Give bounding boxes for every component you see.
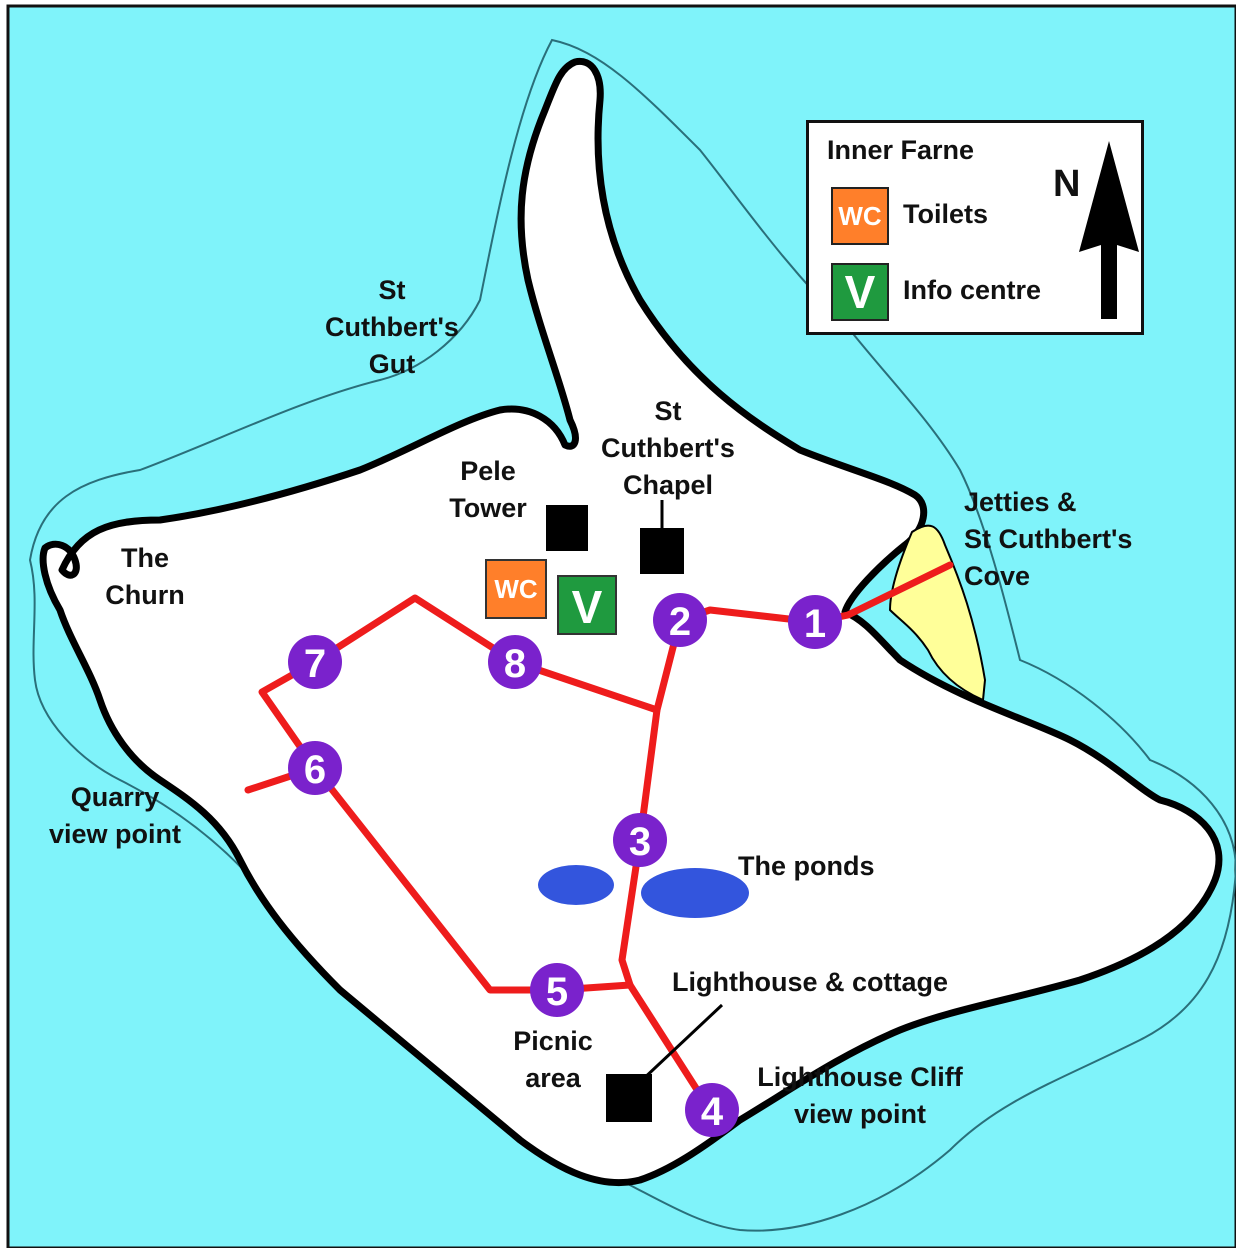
reef-outline [28, 38, 1236, 1232]
stop-1[interactable]: 1 [788, 595, 842, 649]
legend-info-centre-label: Info centre [903, 275, 1042, 305]
label-pele-tower: Pele Tower [436, 453, 540, 527]
label-st-cuthberts-chapel: St Cuthbert's Chapel [588, 393, 748, 504]
label-lighthouse-cliff: Lighthouse Cliff view point [736, 1059, 984, 1133]
pond-west [538, 865, 614, 905]
label-line: Quarry [70, 782, 160, 812]
north-arrow-icon [1079, 141, 1139, 319]
label-line: Churn [105, 580, 185, 610]
label-line: Chapel [622, 470, 714, 500]
label-line: Cuthbert's [325, 312, 459, 342]
label-line: area [525, 1063, 581, 1093]
svg-text:3: 3 [629, 820, 651, 864]
label-quarry-view-point: Quarry view point [32, 779, 198, 853]
svg-text:5: 5 [546, 970, 568, 1014]
label-line: Lighthouse Cliff [757, 1062, 963, 1092]
stop-4[interactable]: 4 [685, 1083, 739, 1137]
island-landmass [39, 57, 1223, 1187]
legend-symbol: V [844, 266, 876, 318]
stop-5[interactable]: 5 [530, 963, 584, 1017]
stop-6[interactable]: 6 [288, 741, 342, 795]
map-info-centre-icon: V [557, 575, 617, 635]
label-line: Cuthbert's [601, 433, 735, 463]
map-toilets-icon: WC [485, 559, 547, 619]
legend-toilets-icon: WC [831, 187, 889, 245]
legend-north-label: N [1053, 163, 1081, 205]
label-line: The [120, 543, 169, 573]
route-junction-5 [311, 764, 634, 994]
label-line: Jetties & [964, 487, 1077, 517]
lighthouse-pointer [638, 1003, 724, 1084]
svg-text:V: V [572, 581, 603, 633]
label-line: Gut [368, 349, 416, 379]
chapel-building [640, 528, 684, 574]
pele-tower-building [546, 505, 588, 551]
svg-text:WC: WC [494, 574, 538, 604]
pond-east [641, 868, 749, 918]
label-the-churn: The Churn [90, 540, 200, 614]
legend-info-centre-icon: V [831, 263, 889, 321]
label-picnic-area: Picnic area [498, 1023, 608, 1097]
beach-cove [888, 524, 987, 702]
map-legend: Inner Farne WC Toilets V Info centre N [806, 120, 1144, 335]
label-line: view point [48, 819, 181, 849]
svg-text:8: 8 [504, 642, 526, 686]
legend-title: Inner Farne [827, 135, 975, 165]
label-lighthouse-cottage: Lighthouse & cottage [672, 967, 948, 997]
legend-toilets-label: Toilets [903, 199, 989, 229]
svg-text:1: 1 [804, 602, 826, 646]
label-jetties: Jetties & St Cuthbert's Cove [964, 484, 1132, 595]
svg-text:4: 4 [701, 1090, 724, 1134]
lighthouse-building [606, 1074, 652, 1122]
label-line: St [654, 396, 682, 426]
label-line: Cove [964, 561, 1031, 591]
legend-symbol: WC [838, 200, 882, 231]
stop-3[interactable]: 3 [613, 813, 667, 867]
route-3-4 [618, 836, 714, 1114]
label-line: Pele [460, 456, 516, 486]
svg-text:2: 2 [669, 600, 691, 644]
svg-text:7: 7 [304, 642, 326, 686]
label-line: St [378, 275, 406, 305]
label-line: St Cuthbert's [964, 524, 1133, 554]
label-st-cuthberts-gut: St Cuthbert's Gut [312, 272, 472, 383]
stop-7[interactable]: 7 [288, 635, 342, 689]
label-line: view point [793, 1099, 926, 1129]
stop-2[interactable]: 2 [653, 593, 707, 647]
stop-8[interactable]: 8 [488, 635, 542, 689]
label-line: Picnic [513, 1026, 593, 1056]
svg-text:6: 6 [304, 748, 326, 792]
label-line: Tower [449, 493, 527, 523]
label-the-ponds: The ponds [738, 851, 875, 881]
